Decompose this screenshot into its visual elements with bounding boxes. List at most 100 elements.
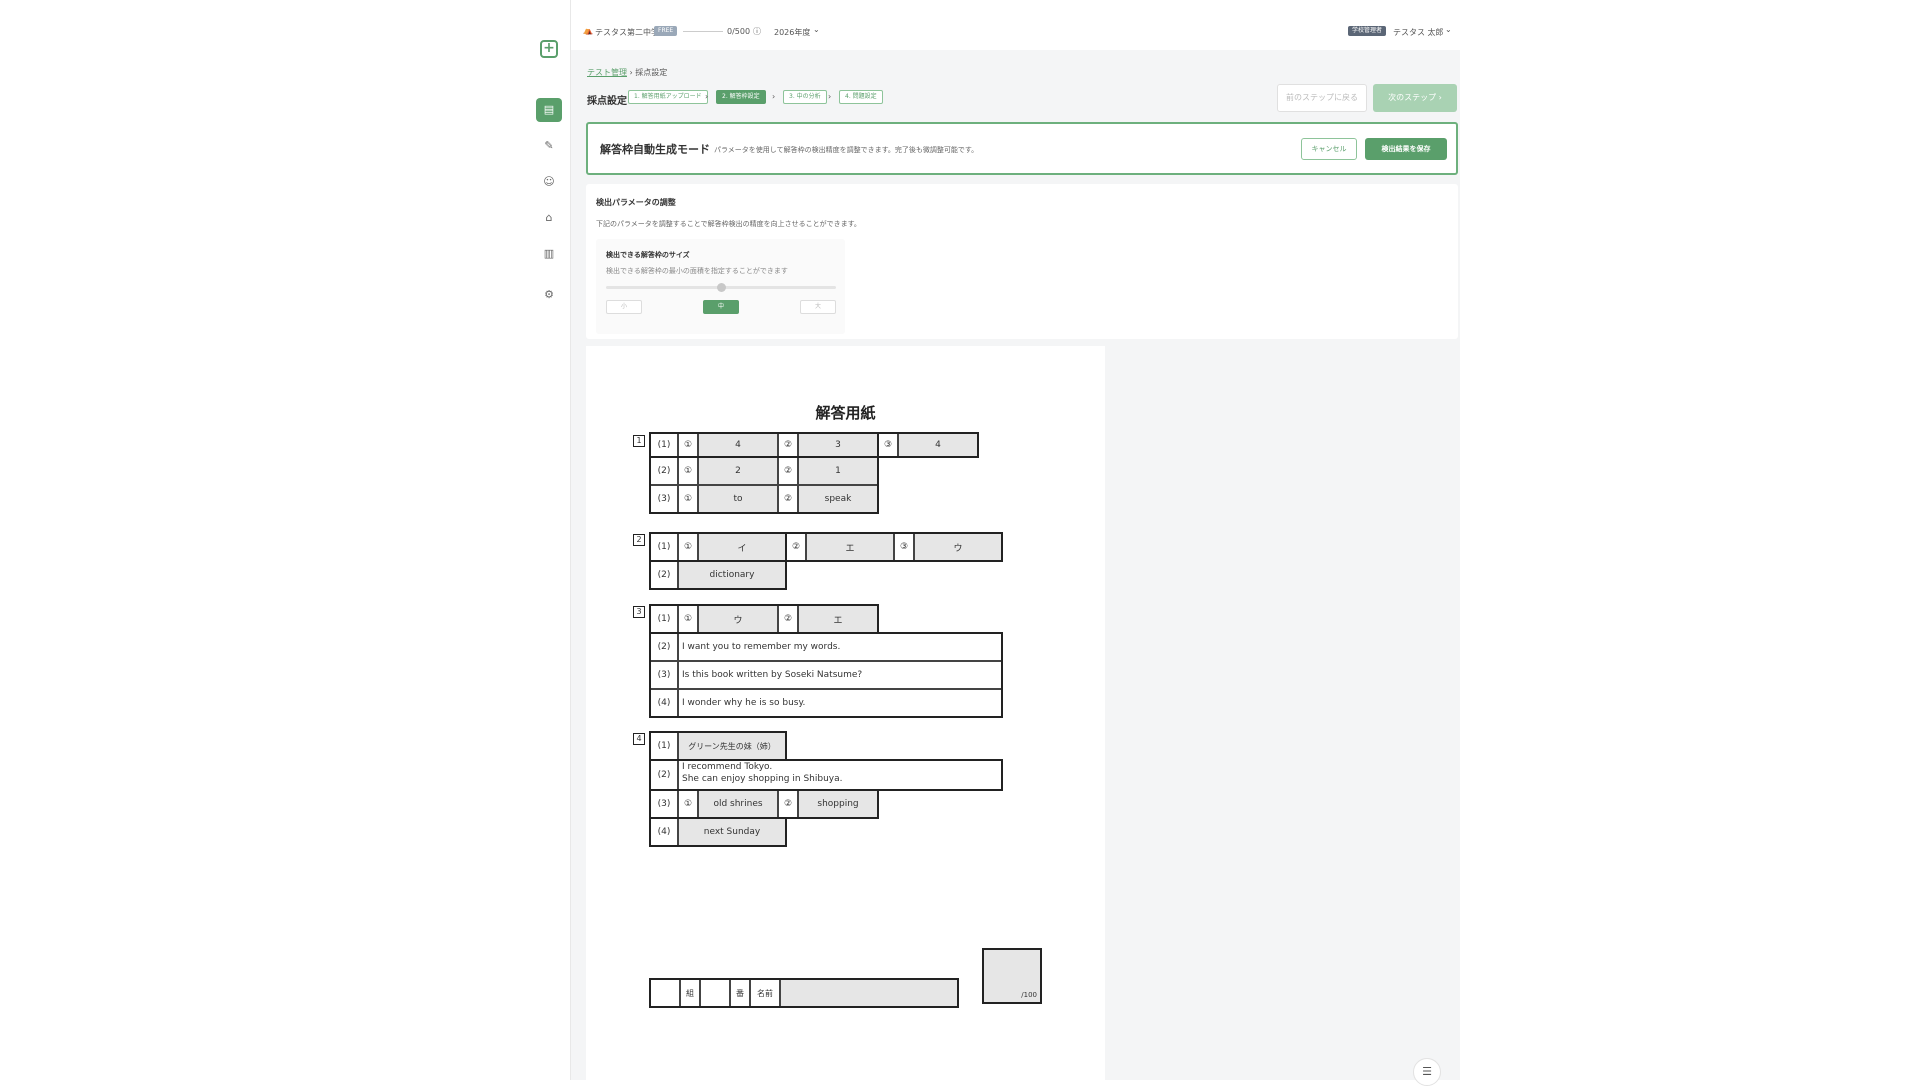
answer-box[interactable]: 4: [898, 433, 978, 457]
answer-box[interactable]: Is this book written by Soseki Natsume?: [678, 661, 1002, 689]
number-input[interactable]: [700, 979, 730, 1007]
name-input[interactable]: [780, 979, 958, 1007]
save-detection-button[interactable]: 検出結果を保存: [1365, 138, 1447, 160]
sub-label: ②: [778, 605, 798, 633]
next-step-button[interactable]: 次のステップ ›: [1373, 84, 1457, 112]
step-chevron-icon: ›: [828, 92, 832, 101]
size-small-button[interactable]: 小: [606, 300, 642, 314]
answer-box[interactable]: I recommend Tokyo. She can enjoy shoppin…: [678, 760, 1002, 790]
breadcrumb-sep: ›: [629, 68, 636, 77]
step-1[interactable]: 1. 解答用紙アップロード: [628, 90, 708, 104]
sidebar-item-students[interactable]: ☺: [527, 170, 571, 194]
sidebar-item-tests[interactable]: ▤: [527, 98, 571, 122]
answer-box[interactable]: 3: [798, 433, 878, 457]
step-chevron-icon: ›: [772, 92, 776, 101]
sub-label: ②: [778, 790, 798, 818]
sub-label: ②: [778, 485, 798, 513]
user-chevron-icon[interactable]: ⌄: [1445, 25, 1452, 34]
sidebar: + ▤ ✎ ☺ ⌂ ▥ ⚙: [527, 0, 571, 1080]
chevron-down-icon[interactable]: ⌄: [813, 25, 820, 34]
breadcrumb-parent[interactable]: テスト管理: [587, 68, 627, 77]
answer-box[interactable]: 4: [698, 433, 778, 457]
year-selector[interactable]: 2026年度: [774, 28, 811, 37]
mode-title: 解答枠自動生成モード: [600, 143, 710, 156]
gear-icon: ⚙: [544, 288, 554, 301]
sub-label: ①: [678, 457, 698, 485]
class-label: 組: [680, 979, 700, 1007]
sidebar-item-classes[interactable]: ⌂: [527, 206, 571, 230]
answer-box[interactable]: dictionary: [678, 561, 786, 589]
document-icon: ▤: [536, 98, 562, 122]
answer-box[interactable]: ウ: [698, 605, 778, 633]
step-3[interactable]: 3. 中の分析: [783, 90, 827, 104]
help-icon[interactable]: ⓘ: [753, 27, 761, 36]
answer-box[interactable]: speak: [798, 485, 878, 513]
answer-line: She can enjoy shopping in Shibuya.: [682, 774, 843, 784]
answer-sheet-preview: 解答用紙 1 (1) ① 4 ② 3 ③ 4 (2) ① 2 ② 1 (3) ①…: [586, 346, 1105, 1080]
page-title: 採点設定: [587, 96, 627, 107]
part-label: (4): [650, 818, 678, 846]
answer-box[interactable]: エ: [806, 533, 894, 561]
school-icon: ⛺: [583, 26, 593, 35]
sub-label: ②: [778, 457, 798, 485]
prev-step-button[interactable]: 前のステップに戻る: [1277, 84, 1367, 112]
add-icon[interactable]: +: [540, 40, 558, 58]
breadcrumb: テスト管理 › 採点設定: [587, 67, 667, 78]
answer-box[interactable]: to: [698, 485, 778, 513]
step-2[interactable]: 2. 解答枠設定: [716, 90, 766, 104]
answer-box[interactable]: 2: [698, 457, 778, 485]
number-label: 番: [730, 979, 750, 1007]
size-slider-thumb[interactable]: [716, 283, 726, 292]
sidebar-item-grading[interactable]: ✎: [527, 134, 571, 158]
sidebar-item-settings[interactable]: ⚙: [527, 283, 571, 307]
graduation-cap-icon: ⌂: [545, 211, 553, 224]
size-title: 検出できる解答枠のサイズ: [606, 251, 690, 259]
part-label: (1): [650, 732, 678, 760]
mode-description: パラメータを使用して解答枠の検出精度を調整できます。完了後も微調整可能です。: [714, 146, 979, 154]
breadcrumb-current: 採点設定: [635, 68, 668, 77]
answer-box[interactable]: グリーン先生の妹（姉）: [678, 732, 786, 760]
part-label: (2): [650, 760, 678, 790]
sub-label: ①: [678, 433, 698, 457]
class-input[interactable]: [650, 979, 680, 1007]
part-label: (1): [650, 533, 678, 561]
answer-box[interactable]: I want you to remember my words.: [678, 633, 1002, 661]
next-step-label: 次のステップ: [1388, 93, 1437, 102]
answer-box[interactable]: イ: [698, 533, 786, 561]
top-bar: ⛺ テスタス第二中学 FREE 0/500 ⓘ 2026年度 ⌄ 学校管理者 テ…: [571, 0, 1460, 50]
answer-box[interactable]: エ: [798, 605, 878, 633]
sub-label: ①: [678, 605, 698, 633]
answer-box[interactable]: ウ: [914, 533, 1002, 561]
book-icon: ▥: [543, 247, 555, 260]
size-medium-button[interactable]: 中: [703, 300, 739, 314]
answer-line: I recommend Tokyo.: [682, 762, 773, 772]
param-title: 検出パラメータの調整: [596, 198, 676, 207]
step-4[interactable]: 4. 問題設定: [839, 90, 883, 104]
part-label: (2): [650, 457, 678, 485]
answer-box[interactable]: 1: [798, 457, 878, 485]
usage-bar: [683, 31, 723, 32]
part-label: (3): [650, 790, 678, 818]
question-number: 2: [633, 534, 645, 546]
question-number: 4: [633, 733, 645, 745]
user-menu[interactable]: テスタス 太郎: [1393, 28, 1444, 37]
part-label: (2): [650, 561, 678, 589]
question-number: 1: [633, 435, 645, 447]
role-badge: 学校管理者: [1348, 26, 1387, 36]
cancel-button[interactable]: キャンセル: [1301, 138, 1357, 160]
sidebar-item-reports[interactable]: ▥: [527, 242, 571, 266]
name-label: 名前: [750, 979, 780, 1007]
score-box[interactable]: /100: [982, 948, 1042, 1004]
app-window: + ▤ ✎ ☺ ⌂ ▥ ⚙ ⛺ テスタス第二中学 FREE 0/500 ⓘ 20…: [527, 0, 1460, 1080]
size-large-button[interactable]: 大: [800, 300, 836, 314]
answer-box[interactable]: next Sunday: [678, 818, 786, 846]
answer-box[interactable]: shopping: [798, 790, 878, 818]
chat-icon[interactable]: ☰: [1413, 1058, 1441, 1086]
answer-box[interactable]: I wonder why he is so busy.: [678, 689, 1002, 717]
sub-label: ①: [678, 533, 698, 561]
size-description: 検出できる解答枠の最小の面積を指定することができます: [606, 267, 788, 275]
param-description: 下記のパラメータを調整することで解答枠検出の精度を向上させることができます。: [596, 220, 861, 228]
sub-label: ②: [778, 433, 798, 457]
answer-box[interactable]: old shrines: [698, 790, 778, 818]
pencil-icon: ✎: [544, 139, 554, 152]
